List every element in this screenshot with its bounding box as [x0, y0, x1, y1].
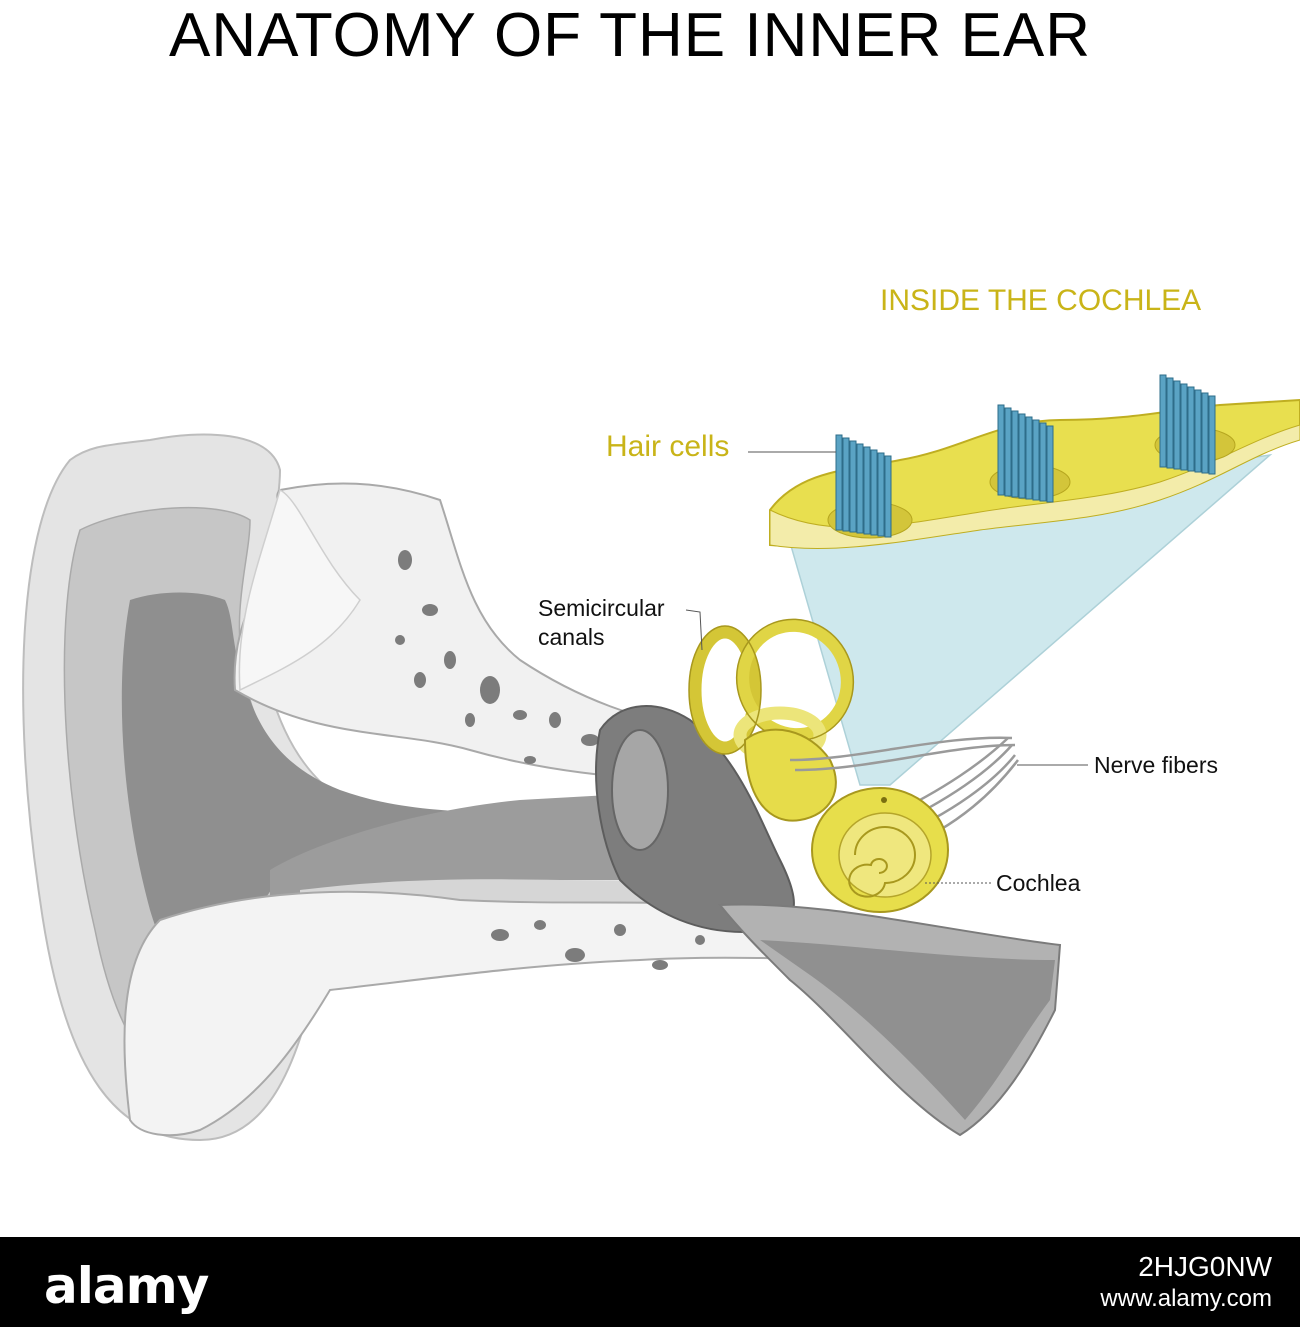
- cartilage: [238, 488, 361, 692]
- label-cochlea: Cochlea: [996, 870, 1081, 896]
- label-semicircular-line1: Semicircular: [538, 595, 665, 621]
- vestibule: [743, 728, 837, 822]
- eardrum: [611, 729, 669, 851]
- watermark-footer: alamy 2HJG0NW www.alamy.com: [0, 1237, 1300, 1327]
- page-title: ANATOMY OF THE INNER EAR: [168, 1, 1091, 70]
- site-url: www.alamy.com: [1100, 1285, 1272, 1312]
- label-nerve-fibers: Nerve fibers: [1094, 752, 1218, 778]
- hair-bundle-1: [835, 434, 892, 538]
- hair-cell-bundles: [835, 374, 1216, 538]
- label-semicircular-line2: canals: [538, 624, 605, 650]
- hair-bundle-2: [997, 404, 1054, 503]
- brand-logo: alamy: [44, 1257, 209, 1315]
- bone-pores-lower: [491, 920, 705, 970]
- image-id-code: 2HJG0NW: [1138, 1251, 1272, 1282]
- leader-lines: [685, 451, 1088, 884]
- inset-title: INSIDE THE COCHLEA: [880, 284, 1202, 317]
- image-id: 2HJG0NW www.alamy.com: [1100, 1251, 1272, 1315]
- hair-bundle-3: [1159, 374, 1216, 475]
- ear-canal: [270, 790, 700, 905]
- cochlea: [811, 787, 949, 913]
- label-hair-cells: Hair cells: [606, 430, 730, 463]
- ear-illustration: [22, 374, 1300, 1142]
